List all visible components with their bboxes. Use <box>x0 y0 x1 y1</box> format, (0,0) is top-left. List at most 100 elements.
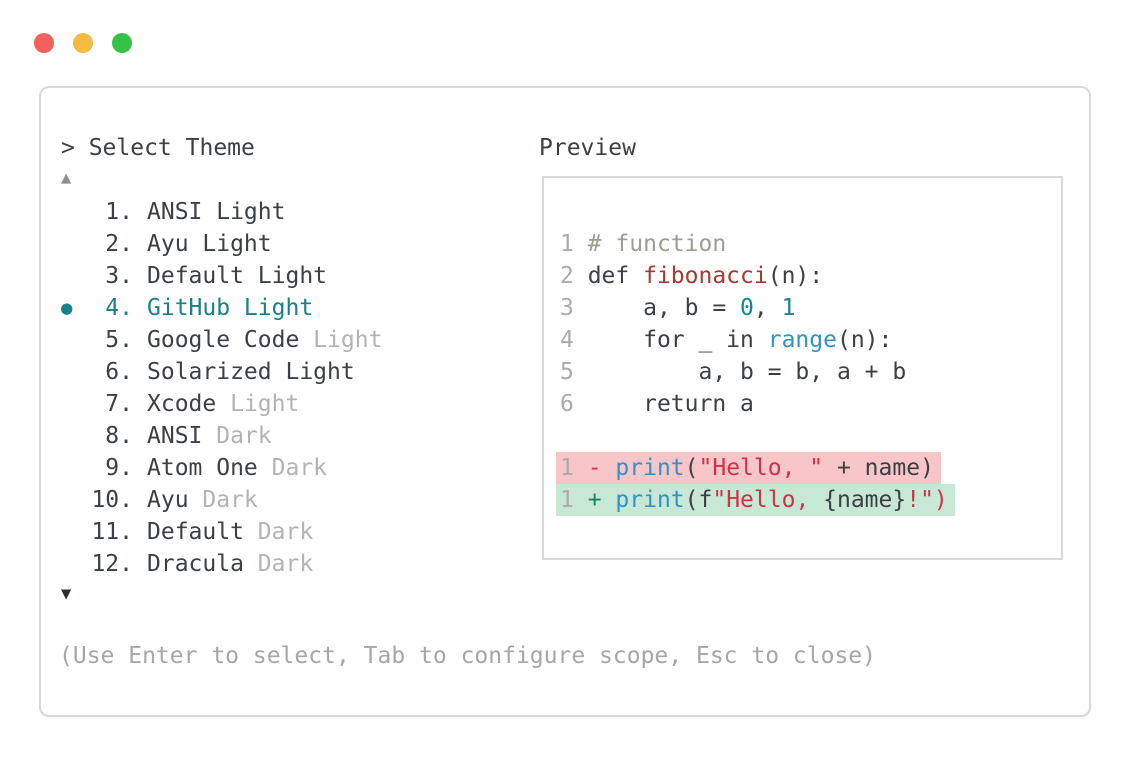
theme-item-number: 8. <box>105 423 133 449</box>
theme-item-variant: Dark <box>202 423 272 449</box>
code-line: 1 + print(f"Hello, {name}!") <box>556 484 955 516</box>
theme-item-number: 1. <box>105 199 133 225</box>
token-string: "Hello, <box>712 487 824 513</box>
theme-list-item[interactable]: 10. Ayu Dark <box>61 484 382 516</box>
token-string: !") <box>906 487 948 513</box>
theme-list-item[interactable]: 3. Default Light <box>61 260 382 292</box>
code-line-content: 5 a, b = b, a + b <box>560 356 906 388</box>
theme-item-variant: Light <box>216 391 300 417</box>
theme-list-item[interactable]: 9.Atom One Dark <box>61 452 382 484</box>
theme-item-name: Ayu <box>147 487 189 513</box>
token-code: return a <box>587 391 754 417</box>
code-line: 1 - print("Hello, " + name) <box>556 452 955 484</box>
token-function: fibonacci <box>643 263 768 289</box>
token-code: for _ in <box>587 327 768 353</box>
token-number: 0 <box>740 295 754 321</box>
line-number: 4 <box>560 327 574 353</box>
code-line: 3 a, b = 0, 1 <box>560 292 955 324</box>
scroll-down-icon[interactable]: ▼ <box>61 584 72 604</box>
code-line-content: 2 def fibonacci(n): <box>560 260 823 292</box>
theme-item-name: Dracula <box>147 551 244 577</box>
theme-list-item[interactable]: 6. Solarized Light <box>61 356 382 388</box>
token-added: + <box>587 487 616 513</box>
theme-list-item[interactable]: 5. Google Code Light <box>61 324 382 356</box>
help-text: (Use Enter to select, Tab to configure s… <box>59 643 876 669</box>
theme-item-name: ANSI Light <box>147 199 286 225</box>
theme-item-variant: Light <box>299 327 383 353</box>
line-number: 1 <box>560 231 574 257</box>
token-code: (n): <box>767 263 824 289</box>
code-line: 6 return a <box>560 388 955 420</box>
token-builtin: print <box>615 487 685 513</box>
theme-list-item[interactable]: 2. Ayu Light <box>61 228 382 260</box>
theme-item-name: Ayu Light <box>147 231 272 257</box>
theme-list-item[interactable]: 11. Default Dark <box>61 516 382 548</box>
code-line-content: 3 a, b = 0, 1 <box>560 292 795 324</box>
theme-item-number: 9. <box>105 455 133 481</box>
theme-item-number: 5. <box>105 327 133 353</box>
theme-item-number: 10. <box>91 487 133 513</box>
theme-list-item[interactable]: ● 4. GitHub Light <box>61 292 382 324</box>
token-code: + name) <box>823 455 934 481</box>
code-line-content: 6 return a <box>560 388 754 420</box>
minimize-button[interactable] <box>73 33 93 53</box>
line-number: 1 <box>560 487 574 513</box>
token-code: def <box>587 263 644 289</box>
scroll-up-icon[interactable]: ▲ <box>61 168 72 188</box>
theme-item-name: Default <box>147 519 244 545</box>
line-number: 5 <box>560 359 574 385</box>
code-line: 4 for _ in range(n): <box>560 324 955 356</box>
theme-item-number: 4. <box>105 295 133 321</box>
theme-item-number: 7. <box>105 391 133 417</box>
theme-item-name: Google Code <box>147 327 300 353</box>
line-number: 1 <box>560 455 574 481</box>
theme-item-number: 12. <box>91 551 133 577</box>
selected-bullet-icon: ● <box>61 297 73 319</box>
zoom-button[interactable] <box>112 33 132 53</box>
theme-item-name: Solarized Light <box>147 359 355 385</box>
theme-list-item[interactable]: 7. Xcode Light <box>61 388 382 420</box>
theme-item-variant: Dark <box>188 487 258 513</box>
theme-item-name: Default Light <box>147 263 328 289</box>
theme-item-number: 6. <box>105 359 133 385</box>
theme-selector-panel: > Select Theme ▲ 1. ANSI Light 2. Ayu Light… <box>39 86 1091 717</box>
token-code: a, b = b, a + b <box>587 359 907 385</box>
theme-item-name: Atom One <box>147 455 258 481</box>
token-comment: # function <box>587 231 727 257</box>
line-number: 3 <box>560 295 574 321</box>
token-removed: - <box>587 455 616 481</box>
token-code: (f <box>684 487 713 513</box>
token-number: 1 <box>781 295 796 321</box>
window-controls <box>34 33 132 53</box>
code-line: 2 def fibonacci(n): <box>560 260 955 292</box>
code-line: 1 # function <box>560 228 955 260</box>
theme-item-variant: Dark <box>243 551 314 577</box>
diff-added-line: 1 + print(f"Hello, {name}!") <box>556 484 955 516</box>
token-builtin: print <box>615 455 685 481</box>
token-code: ( <box>684 455 699 481</box>
selector-title: > Select Theme <box>61 135 255 161</box>
token-code: {name} <box>823 487 907 513</box>
theme-list-item[interactable]: 8. ANSI Dark <box>61 420 382 452</box>
preview-title: Preview <box>539 135 636 161</box>
code-line <box>560 420 955 452</box>
line-number: 6 <box>560 391 574 417</box>
theme-item-name: GitHub Light <box>147 295 314 321</box>
theme-item-number: 3. <box>105 263 133 289</box>
theme-item-name: Xcode <box>147 391 217 417</box>
theme-list-item[interactable]: 1. ANSI Light <box>61 196 382 228</box>
theme-item-variant: Dark <box>243 519 314 545</box>
token-string: "Hello, " <box>698 455 824 481</box>
theme-list-item[interactable]: 12. Dracula Dark <box>61 548 382 580</box>
diff-removed-line: 1 - print("Hello, " + name) <box>556 452 941 484</box>
close-button[interactable] <box>34 33 54 53</box>
token-code: (n): <box>836 327 893 353</box>
theme-item-name: ANSI <box>147 423 203 449</box>
token-code: , <box>753 295 782 321</box>
code-line-content: 1 # function <box>560 228 726 260</box>
code-line-content: 4 for _ in range(n): <box>560 324 892 356</box>
theme-item-number: 11. <box>91 519 133 545</box>
theme-item-number: 2. <box>105 231 133 257</box>
